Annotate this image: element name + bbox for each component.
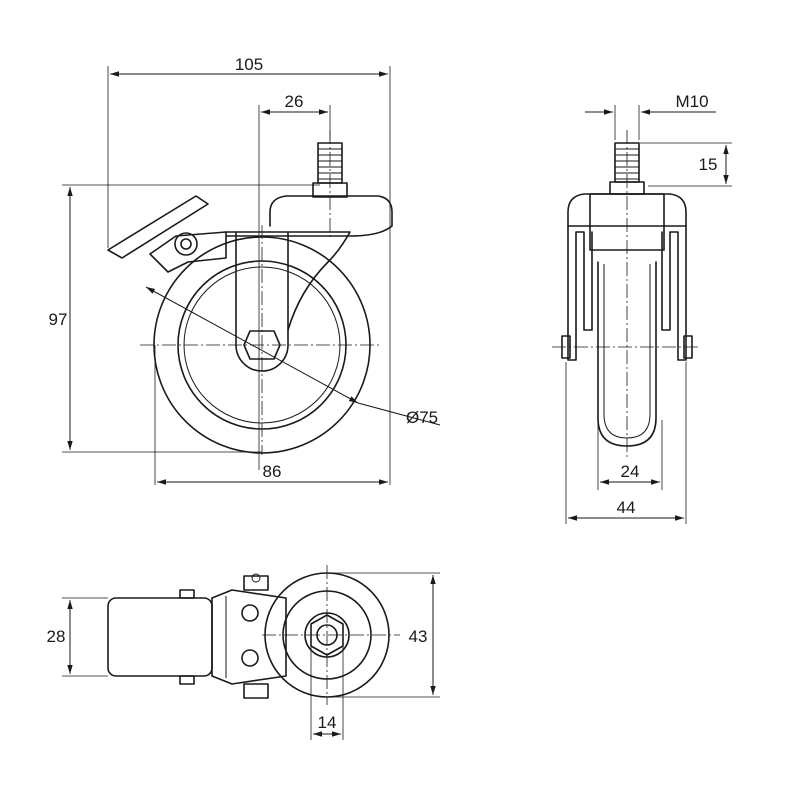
dim-105-label: 105 xyxy=(235,55,263,74)
brake-arm xyxy=(149,231,227,273)
dim-24-label: 24 xyxy=(621,462,640,481)
dim-97-label: 97 xyxy=(49,310,68,329)
brake-pedal-stub-bottom xyxy=(179,675,195,685)
dim-14-label: 14 xyxy=(318,713,337,732)
bottom-bolt-hole-bottom xyxy=(241,649,259,667)
dim-m10-label: M10 xyxy=(675,92,708,111)
front-head xyxy=(567,193,687,227)
bottom-axle-top xyxy=(243,575,269,591)
swivel-head xyxy=(225,195,393,237)
brake-lever xyxy=(107,195,209,259)
dim-dia75-leader xyxy=(145,286,359,404)
bottom-view-dimensions: 28 43 14 xyxy=(47,572,440,740)
bottom-bolt-hole-top xyxy=(241,604,259,622)
dim-dia75-label: Ø75 xyxy=(406,408,438,427)
dim-44-label: 44 xyxy=(617,498,636,517)
bottom-view xyxy=(107,565,400,705)
brake-pedal-plate xyxy=(107,597,213,677)
brake-pedal-stub-top xyxy=(179,589,195,599)
side-view-dimensions: 105 26 97 Ø75 86 xyxy=(49,55,441,485)
dim-15-label: 15 xyxy=(699,155,718,174)
front-view-dimensions: M10 15 24 44 xyxy=(565,92,732,524)
dim-28-label: 28 xyxy=(47,627,66,646)
front-fork-right xyxy=(661,225,687,361)
front-view xyxy=(552,130,700,460)
bottom-axle-bottom xyxy=(243,683,269,699)
dim-26-label: 26 xyxy=(285,92,304,111)
brake-pivot-outer xyxy=(174,232,198,256)
side-view xyxy=(107,130,393,455)
brake-pivot-inner xyxy=(180,238,192,250)
dim-86-label: 86 xyxy=(263,462,282,481)
front-fork-left xyxy=(567,225,593,361)
dim-43-label: 43 xyxy=(409,627,428,646)
bottom-fork-body xyxy=(211,589,287,685)
